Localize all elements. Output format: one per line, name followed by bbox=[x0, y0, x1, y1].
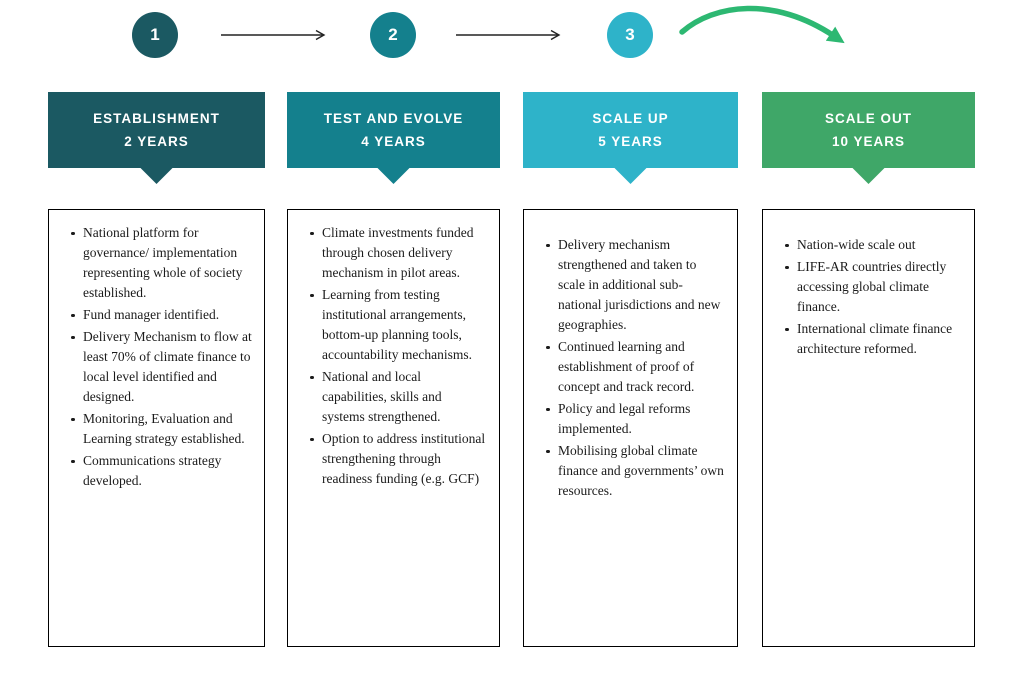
phase-title: SCALE OUT bbox=[824, 111, 912, 126]
phase-4-header: SCALE OUT 10 YEARS bbox=[762, 92, 975, 168]
header-pointer bbox=[376, 167, 411, 184]
bullet-item: Climate investments funded through chose… bbox=[309, 223, 487, 283]
phase-2-bullet-list: Climate investments funded through chose… bbox=[287, 209, 500, 647]
bullet-item: Nation-wide scale out bbox=[784, 235, 962, 255]
step-2-circle: 2 bbox=[370, 12, 416, 58]
phase-3-header: SCALE UP 5 YEARS bbox=[523, 92, 738, 168]
arrow-right-icon bbox=[456, 29, 561, 41]
step-1-circle: 1 bbox=[132, 12, 178, 58]
bullet-item: Communications strategy developed. bbox=[70, 451, 252, 491]
bullet-item: Fund manager identified. bbox=[70, 305, 252, 325]
phase-1-header: ESTABLISHMENT 2 YEARS bbox=[48, 92, 265, 168]
bullet-item: Delivery mechanism strengthened and take… bbox=[545, 235, 725, 335]
phase-2-header: TEST AND EVOLVE 4 YEARS bbox=[287, 92, 500, 168]
arrow-right-icon bbox=[221, 29, 326, 41]
phase-column-scale-up: SCALE UP 5 YEARS Delivery mechanism stre… bbox=[523, 92, 738, 647]
bullet-item: National and local capabilities, skills … bbox=[309, 367, 487, 427]
phase-duration: 10 YEARS bbox=[831, 134, 906, 149]
phase-1-bullet-list: National platform for governance/ implem… bbox=[48, 209, 265, 647]
header-pointer bbox=[613, 167, 648, 184]
phase-column-scale-out: SCALE OUT 10 YEARS Nation-wide scale out… bbox=[762, 92, 975, 647]
bullet-item: Mobilising global climate finance and go… bbox=[545, 441, 725, 501]
bullet-item: Policy and legal reforms implemented. bbox=[545, 399, 725, 439]
phase-4-bullet-list: Nation-wide scale out LIFE-AR countries … bbox=[762, 209, 975, 647]
bullet-item: Delivery Mechanism to flow at least 70% … bbox=[70, 327, 252, 407]
phase-column-test-and-evolve: TEST AND EVOLVE 4 YEARS Climate investme… bbox=[287, 92, 500, 647]
bullet-item: National platform for governance/ implem… bbox=[70, 223, 252, 303]
phase-3-bullet-list: Delivery mechanism strengthened and take… bbox=[523, 209, 738, 647]
bullet-item: LIFE-AR countries directly accessing glo… bbox=[784, 257, 962, 317]
bullet-item: International climate finance architectu… bbox=[784, 319, 962, 359]
phase-title: SCALE UP bbox=[592, 111, 669, 126]
phase-column-establishment: ESTABLISHMENT 2 YEARS National platform … bbox=[48, 92, 265, 647]
phase-title: ESTABLISHMENT bbox=[93, 111, 220, 126]
header-pointer bbox=[139, 167, 174, 184]
bullet-item: Learning from testing institutional arra… bbox=[309, 285, 487, 365]
bullet-item: Continued learning and establishment of … bbox=[545, 337, 725, 397]
phase-duration: 5 YEARS bbox=[598, 134, 663, 149]
bullet-item: Monitoring, Evaluation and Learning stra… bbox=[70, 409, 252, 449]
header-pointer bbox=[851, 167, 886, 184]
bullet-item: Option to address institutional strength… bbox=[309, 429, 487, 489]
curved-arrow-icon bbox=[679, 5, 845, 44]
phase-title: TEST AND EVOLVE bbox=[323, 111, 464, 126]
step-3-circle: 3 bbox=[607, 12, 653, 58]
phase-duration: 2 YEARS bbox=[124, 134, 189, 149]
phase-duration: 4 YEARS bbox=[361, 134, 426, 149]
